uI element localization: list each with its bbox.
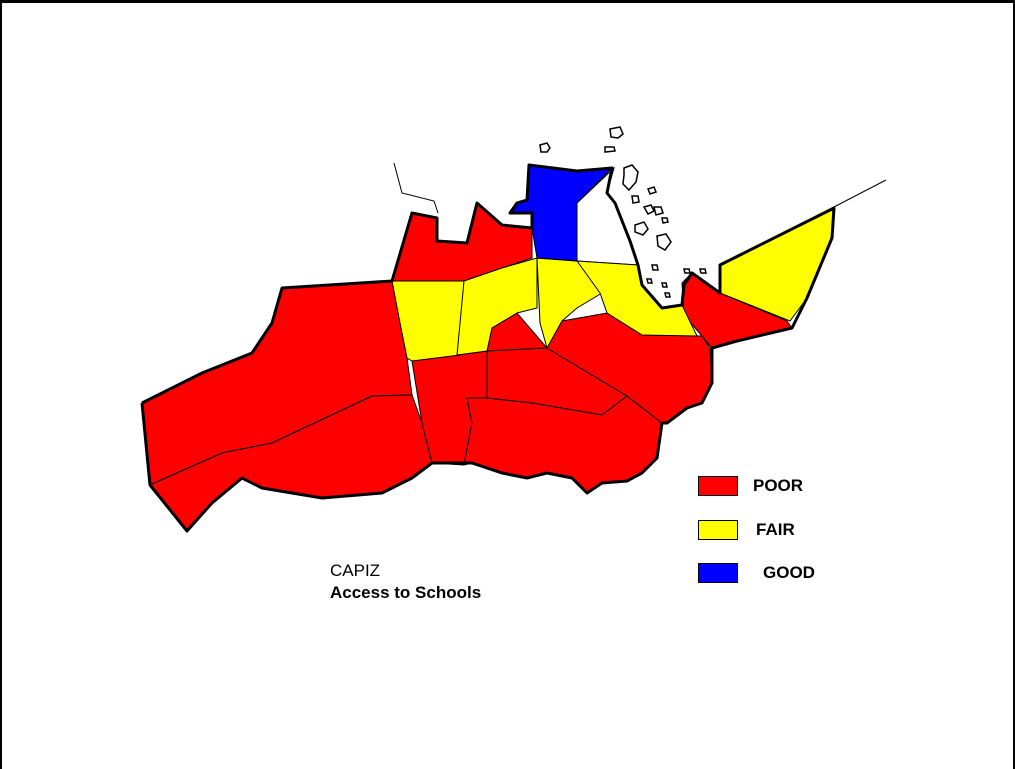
island [653,206,664,216]
island [656,233,672,251]
island [539,142,551,153]
province-outline [140,163,836,533]
island [661,282,668,288]
legend-label-fair: FAIR [756,520,795,539]
province-map [140,126,887,533]
island [631,195,640,204]
island [699,268,707,274]
island [634,221,649,236]
island [683,268,691,274]
legend-label-good: GOOD [763,563,815,582]
island [661,217,669,224]
island [622,164,639,192]
map-subtitle: Access to Schools [330,583,482,602]
legend-label-poor: POOR [753,476,804,495]
island [664,292,671,298]
legend-swatch-good [698,563,738,583]
island [651,264,659,271]
map-title: CAPIZ [330,561,381,580]
district-fair-2 [456,257,538,356]
legend-swatch-poor [698,476,738,496]
legend-swatch-fair [698,520,738,540]
island [646,278,653,284]
islands [539,126,707,298]
island [604,146,616,153]
boundary-line-ne [831,179,887,209]
island [642,204,656,215]
island [609,126,624,139]
island [647,186,657,195]
boundary-line-nw [393,162,439,214]
